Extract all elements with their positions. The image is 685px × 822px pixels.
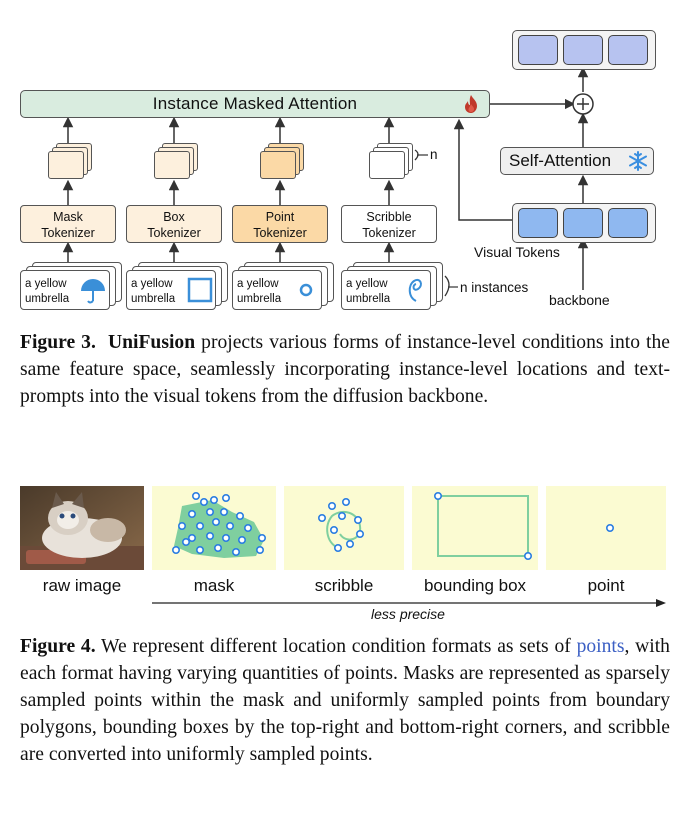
- box-tokenizer: Box Tokenizer: [126, 205, 222, 243]
- prompt-text: umbrella: [346, 293, 391, 305]
- prompt-text: a yellow: [25, 278, 67, 290]
- method-name: UniFusion: [107, 332, 196, 353]
- visual-token: [608, 208, 648, 238]
- prompt-card-box: a yellow umbrella: [126, 270, 216, 310]
- scribble-icon: [408, 279, 422, 302]
- token-stack-scribble: [369, 151, 405, 179]
- n-label: n: [430, 147, 438, 162]
- flame-icon: [465, 95, 477, 113]
- point-tokenizer: Point Tokenizer: [232, 205, 328, 243]
- caption-text: projects various forms of instance-level…: [20, 332, 670, 407]
- arrow-visual-to-attention: [453, 118, 513, 221]
- figure-3: Instance Masked Attention n Mask Tokeniz…: [0, 0, 685, 320]
- token-stack-point: [260, 151, 296, 179]
- raw-image-cat: [20, 486, 144, 570]
- prompt-text: a yellow: [131, 278, 173, 290]
- tokenizer-suffix: Tokenizer: [253, 226, 307, 240]
- scribble-tokenizer: Scribble Tokenizer: [341, 205, 437, 243]
- output-token: [563, 35, 603, 65]
- tokenizer-name: Box: [163, 210, 185, 224]
- caption-text: , with each format having varying quanti…: [20, 636, 670, 765]
- bounding-box-diagram: [433, 492, 533, 561]
- n-instances-bracket: [444, 275, 450, 297]
- panel-label: bounding box: [423, 576, 527, 595]
- caption-label: Figure 4.: [20, 636, 96, 657]
- snowflake-icon: [629, 151, 647, 171]
- self-attention-block: Self-Attention: [500, 147, 654, 175]
- token-stack-box: [154, 151, 190, 179]
- point-diagram: [605, 523, 614, 532]
- mask-diagram: [171, 492, 267, 558]
- figure-3-caption: Figure 3. UniFusion projects various for…: [20, 329, 670, 410]
- umbrella-icon: [81, 279, 105, 304]
- prompt-card-scribble: a yellow umbrella: [341, 270, 431, 310]
- n-instances-label: n instances: [460, 280, 529, 295]
- visual-token: [518, 208, 558, 238]
- token-stack-mask: [48, 151, 84, 179]
- visual-tokens-label: Visual Tokens: [474, 244, 560, 260]
- instance-masked-attention: Instance Masked Attention: [20, 90, 490, 118]
- prompt-card-point: a yellow umbrella: [232, 270, 322, 310]
- points-link[interactable]: points: [576, 636, 625, 657]
- box-icon: [187, 277, 213, 303]
- tokenizer-name: Mask: [53, 210, 83, 224]
- panel-label: scribble: [314, 576, 374, 595]
- tokenizer-name: Point: [265, 210, 295, 224]
- tokenizer-name: Scribble: [366, 210, 412, 224]
- prompt-text: umbrella: [131, 293, 176, 305]
- panel-label: raw image: [42, 576, 122, 595]
- point-icon: [299, 283, 313, 297]
- tokenizer-suffix: Tokenizer: [362, 226, 416, 240]
- panel-label: point: [587, 576, 625, 595]
- axis-label: less precise: [371, 606, 445, 622]
- mask-tokenizer: Mask Tokenizer: [20, 205, 116, 243]
- scribble-diagram: [317, 498, 365, 552]
- prompt-text: a yellow: [346, 278, 388, 290]
- tokenizer-suffix: Tokenizer: [147, 226, 201, 240]
- figure-4-caption: Figure 4. We represent different locatio…: [20, 633, 670, 768]
- output-token: [518, 35, 558, 65]
- caption-label: Figure 3.: [20, 332, 96, 353]
- figure-3-arrows: [62, 66, 594, 297]
- prompt-text: umbrella: [25, 293, 70, 305]
- prompt-card-mask: a yellow umbrella: [20, 270, 110, 310]
- prompt-text: a yellow: [237, 278, 279, 290]
- plus-icon: [572, 93, 594, 115]
- prompt-text: umbrella: [237, 293, 282, 305]
- precision-axis: [152, 599, 666, 607]
- output-token: [608, 35, 648, 65]
- visual-token: [563, 208, 603, 238]
- backbone-label: backbone: [549, 292, 610, 308]
- caption-text: We represent different location conditio…: [101, 636, 571, 657]
- self-attention-label: Self-Attention: [509, 151, 612, 170]
- tokenizer-suffix: Tokenizer: [41, 226, 95, 240]
- panel-label: mask: [193, 576, 235, 595]
